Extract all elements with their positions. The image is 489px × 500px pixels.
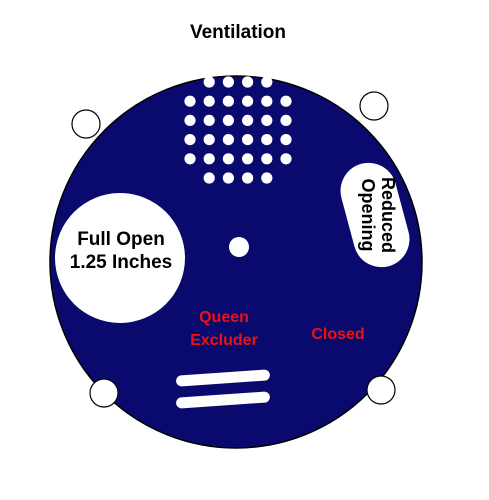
vent-hole <box>242 95 254 107</box>
center-pivot-hole <box>229 237 249 257</box>
queen-excluder-label: Queen <box>199 309 249 326</box>
excluder-slot <box>176 391 270 409</box>
vent-hole <box>280 153 292 165</box>
vent-hole <box>222 172 234 184</box>
vent-hole <box>261 153 273 165</box>
vent-hole <box>203 134 215 146</box>
vent-hole <box>184 134 196 146</box>
excluder-slot <box>176 369 270 387</box>
vent-hole <box>242 114 254 126</box>
vent-hole <box>203 76 215 88</box>
vent-hole <box>242 134 254 146</box>
vent-hole <box>184 95 196 107</box>
full-open-label: Full Open <box>77 229 165 250</box>
vent-hole <box>203 95 215 107</box>
reduced-opening-label: Reduced <box>378 177 398 253</box>
vent-hole <box>242 153 254 165</box>
vent-hole <box>280 114 292 126</box>
full-open-hole <box>55 193 185 323</box>
vent-hole <box>261 95 273 107</box>
edge-notch-top-right <box>359 91 389 121</box>
edge-notch-bottom-left <box>89 378 119 408</box>
closed-label: Closed <box>311 326 364 343</box>
vent-hole <box>242 172 254 184</box>
vent-hole <box>242 76 254 88</box>
reduced-opening-slot <box>340 162 410 268</box>
vent-hole <box>222 76 234 88</box>
vent-hole <box>203 172 215 184</box>
queen-excluder-label-line2: Excluder <box>190 332 258 349</box>
ventilation-hole-grid <box>184 76 292 184</box>
queen-excluder-slots <box>176 369 270 409</box>
vent-hole <box>280 95 292 107</box>
entrance-disc <box>49 75 423 449</box>
edge-notch-bottom-right <box>366 375 396 405</box>
vent-hole <box>184 153 196 165</box>
vent-hole <box>222 114 234 126</box>
edge-notch-top-left <box>71 109 101 139</box>
vent-hole <box>280 134 292 146</box>
vent-hole <box>222 153 234 165</box>
vent-hole <box>261 76 273 88</box>
vent-hole <box>222 134 234 146</box>
diagram-title: Ventilation <box>190 22 286 43</box>
vent-hole <box>261 134 273 146</box>
full-open-size-label: 1.25 Inches <box>70 252 172 273</box>
reduced-opening-label-line2: Opening <box>358 179 378 252</box>
vent-hole <box>184 114 196 126</box>
vent-hole <box>203 114 215 126</box>
vent-hole <box>203 153 215 165</box>
vent-hole <box>261 114 273 126</box>
vent-hole <box>222 95 234 107</box>
vent-hole <box>261 172 273 184</box>
